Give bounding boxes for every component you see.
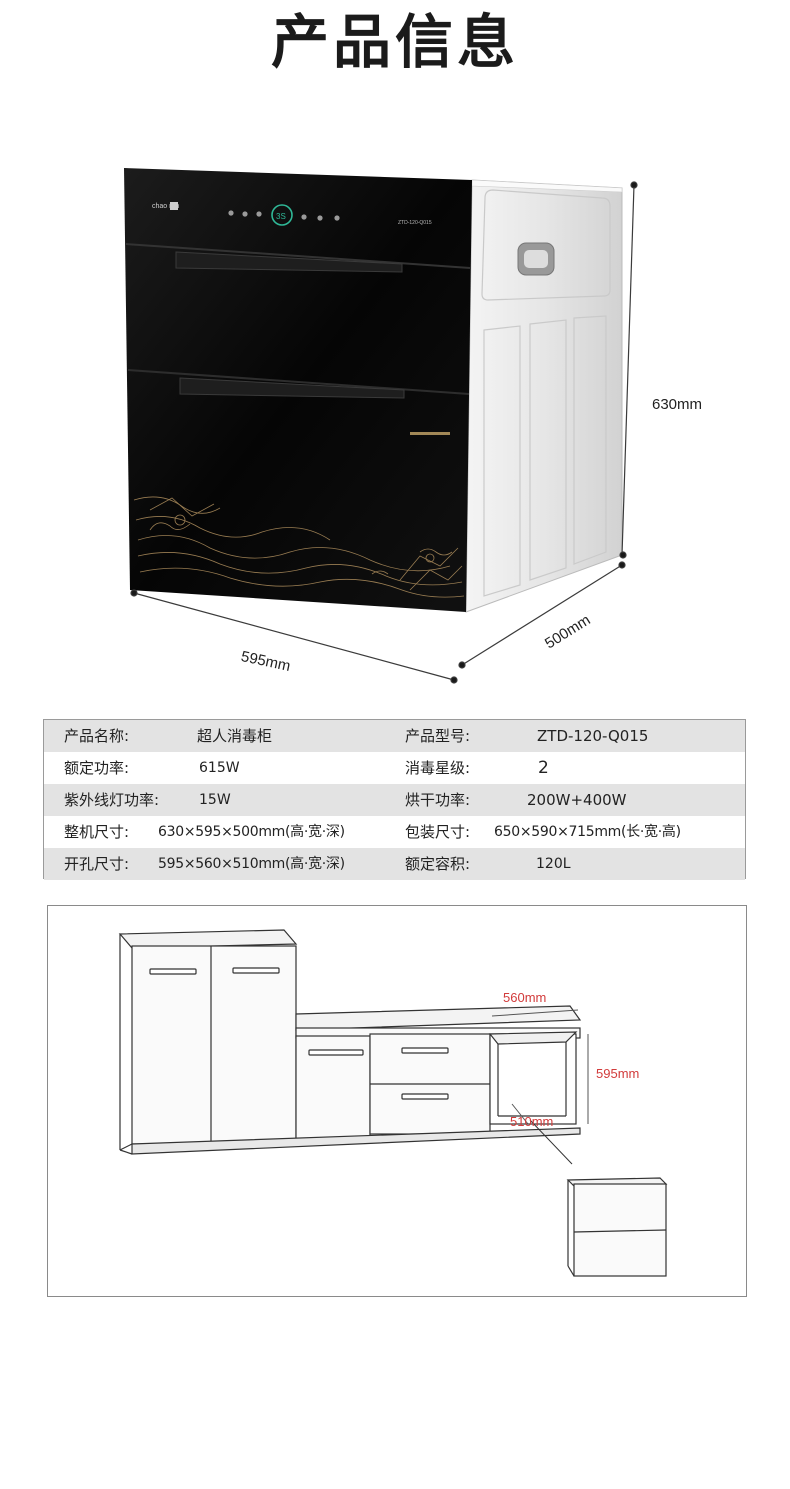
opening-height-label: 595mm bbox=[596, 1066, 640, 1081]
page-title: 产品信息 bbox=[270, 8, 519, 76]
spec-value: ZTD-120-Q015 bbox=[537, 727, 649, 745]
spec-row: 开孔尺寸: 595×560×510mm(高·宽·深) 额定容积: 120L bbox=[44, 848, 745, 880]
product-image: chao ren 3S ZTD-120-Q015 bbox=[0, 150, 790, 710]
spec-value: 200W+400W bbox=[527, 791, 627, 809]
brand-logo: chao ren bbox=[152, 203, 179, 210]
spec-value: 615W bbox=[199, 760, 240, 776]
spec-value: 120L bbox=[536, 856, 571, 872]
spec-label: 产品名称: bbox=[64, 727, 130, 745]
spec-label: 烘干功率: bbox=[405, 791, 471, 809]
height-dimension-label: 630mm bbox=[652, 396, 703, 413]
spec-value: 15W bbox=[199, 792, 231, 808]
spec-row: 整机尺寸: 630×595×500mm(高·宽·深) 包装尺寸: 650×590… bbox=[44, 816, 745, 848]
spec-value: 595×560×510mm(高·宽·深) bbox=[158, 856, 345, 872]
installation-diagram: 560mm 595mm 510mm bbox=[47, 905, 747, 1297]
spec-label: 包装尺寸: bbox=[405, 823, 471, 841]
spec-table: 产品名称: 超人消毒柜 产品型号: ZTD-120-Q015 额定功率: 615… bbox=[43, 719, 746, 880]
gold-wave-pattern bbox=[133, 496, 465, 598]
spec-row: 产品名称: 超人消毒柜 产品型号: ZTD-120-Q015 bbox=[44, 720, 745, 752]
spec-value: 650×590×715mm(长·宽·高) bbox=[494, 824, 681, 840]
opening-depth-label: 510mm bbox=[510, 1114, 554, 1129]
dimension-lines bbox=[130, 181, 638, 684]
model-print: ZTD-120-Q015 bbox=[398, 220, 432, 226]
spec-label: 额定容积: bbox=[405, 855, 471, 873]
opening-width-label: 560mm bbox=[503, 990, 547, 1005]
spec-value: 630×595×500mm(高·宽·深) bbox=[158, 824, 345, 840]
spec-label: 消毒星级: bbox=[405, 759, 471, 777]
spec-label: 整机尺寸: bbox=[64, 823, 130, 841]
spec-label: 产品型号: bbox=[405, 727, 471, 745]
spec-row: 额定功率: 615W 消毒星级: 2 bbox=[44, 752, 745, 784]
cabinet-side-panel bbox=[465, 179, 623, 613]
cabinet-front-glass: chao ren 3S ZTD-120-Q015 bbox=[124, 168, 472, 612]
spec-row: 紫外线灯功率: 15W 烘干功率: 200W+400W bbox=[44, 784, 745, 816]
spec-value: 2 bbox=[538, 758, 549, 778]
spec-label: 额定功率: bbox=[64, 759, 130, 777]
spec-value: 超人消毒柜 bbox=[197, 727, 273, 745]
install-dimension-lines bbox=[491, 1009, 589, 1125]
display-readout: 3S bbox=[276, 212, 286, 221]
spec-label: 开孔尺寸: bbox=[64, 855, 130, 873]
spec-label: 紫外线灯功率: bbox=[64, 791, 160, 809]
